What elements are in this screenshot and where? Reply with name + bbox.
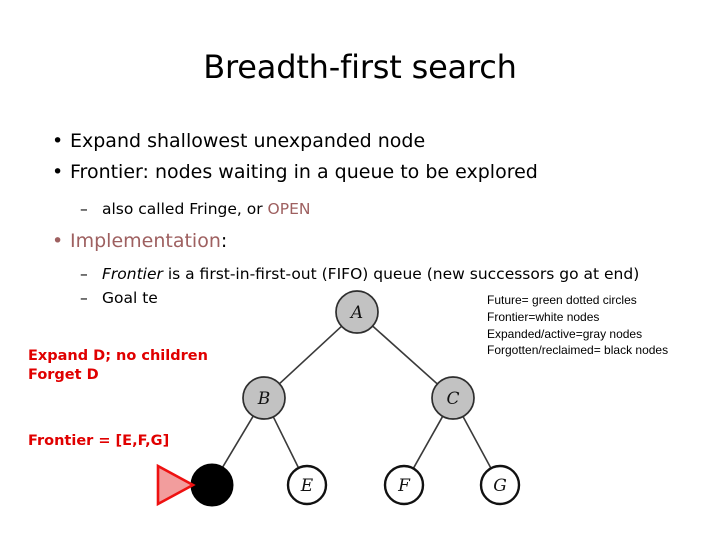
bullet-marker-dot: • <box>52 161 64 183</box>
tree-node-label-g: G <box>493 476 507 496</box>
spacer <box>30 188 690 197</box>
tree-node-label-c: C <box>446 389 459 409</box>
tree-node-label-f: F <box>397 476 411 496</box>
tree-node-f[interactable] <box>383 464 425 506</box>
tree-edge-a-b <box>278 324 343 386</box>
bullet-text: Goal te <box>102 289 158 307</box>
tree-node-g[interactable] <box>479 464 521 506</box>
page-title: Breadth-first search <box>203 48 517 86</box>
bullet-item-expand-shallowest: • Expand shallowest unexpanded node <box>30 126 690 157</box>
tree-edge-a-c <box>371 324 439 386</box>
tree-edge-c-f <box>412 415 444 470</box>
tree-node-d[interactable] <box>190 463 234 507</box>
legend-item-forgotten: Forgotten/reclaimed= black nodes <box>487 343 669 358</box>
bullet-item-implementation: • Implementation: <box>30 226 690 257</box>
bullet-item-fifo-queue: – Frontier is a first-in-first-out (FIFO… <box>30 262 690 286</box>
red-triangle-pointer-icon <box>156 463 196 507</box>
legend-item-frontier: Frontier=white nodes <box>487 309 600 324</box>
annotation-expand-note: Expand D; no children Forget D <box>28 347 208 385</box>
annotation-line: Frontier = [E,F,G] <box>28 433 170 449</box>
bullet-marker-dot: • <box>52 130 64 152</box>
bullet-item-goal-test: – Goal te <box>30 286 690 310</box>
bullet-item-frontier-queue: • Frontier: nodes waiting in a queue to … <box>30 157 690 188</box>
bullet-text: Implementation <box>70 230 221 252</box>
bullet-text: is a first-in-first-out (FIFO) queue (ne… <box>162 265 640 283</box>
bullet-marker-dash: – <box>80 265 88 283</box>
bullet-text: Expand shallowest unexpanded node <box>70 130 426 152</box>
tree-edge-b-d <box>221 414 255 469</box>
bullet-marker-dot: • <box>52 230 64 252</box>
bullet-text-open: OPEN <box>267 200 311 218</box>
legend: Future= green dotted circles Frontier=wh… <box>487 292 715 359</box>
annotation-line: Forget D <box>28 367 99 383</box>
bullet-text-frontier-italic: Frontier <box>102 265 163 283</box>
bullet-text-colon: : <box>220 230 228 252</box>
bullet-text: also called Fringe, or <box>102 200 268 218</box>
bullet-item-also-called-fringe: – also called Fringe, or OPEN <box>30 197 690 221</box>
annotation-frontier-note: Frontier = [E,F,G] <box>28 432 169 451</box>
tree-edges <box>221 324 493 470</box>
tree-node-label-e: E <box>300 476 314 496</box>
tree-node-e[interactable] <box>286 464 328 506</box>
tree-edge-c-g <box>461 415 493 470</box>
bullet-marker-dash: – <box>80 200 88 218</box>
bullet-text: Frontier: nodes waiting in a queue to be… <box>70 161 538 183</box>
tree-node-b[interactable] <box>242 376 286 420</box>
tree-cursor <box>156 463 196 507</box>
annotation-line: Expand D; no children <box>28 348 208 364</box>
tree-edge-b-e <box>272 415 300 470</box>
tree-node-label-b: B <box>257 389 271 409</box>
bullet-marker-dash: – <box>80 289 88 307</box>
legend-item-expanded: Expanded/active=gray nodes <box>487 326 643 341</box>
legend-item-future: Future= green dotted circles <box>487 293 637 307</box>
bullet-list: • Expand shallowest unexpanded node • Fr… <box>30 126 690 310</box>
tree-node-c[interactable] <box>431 376 475 420</box>
